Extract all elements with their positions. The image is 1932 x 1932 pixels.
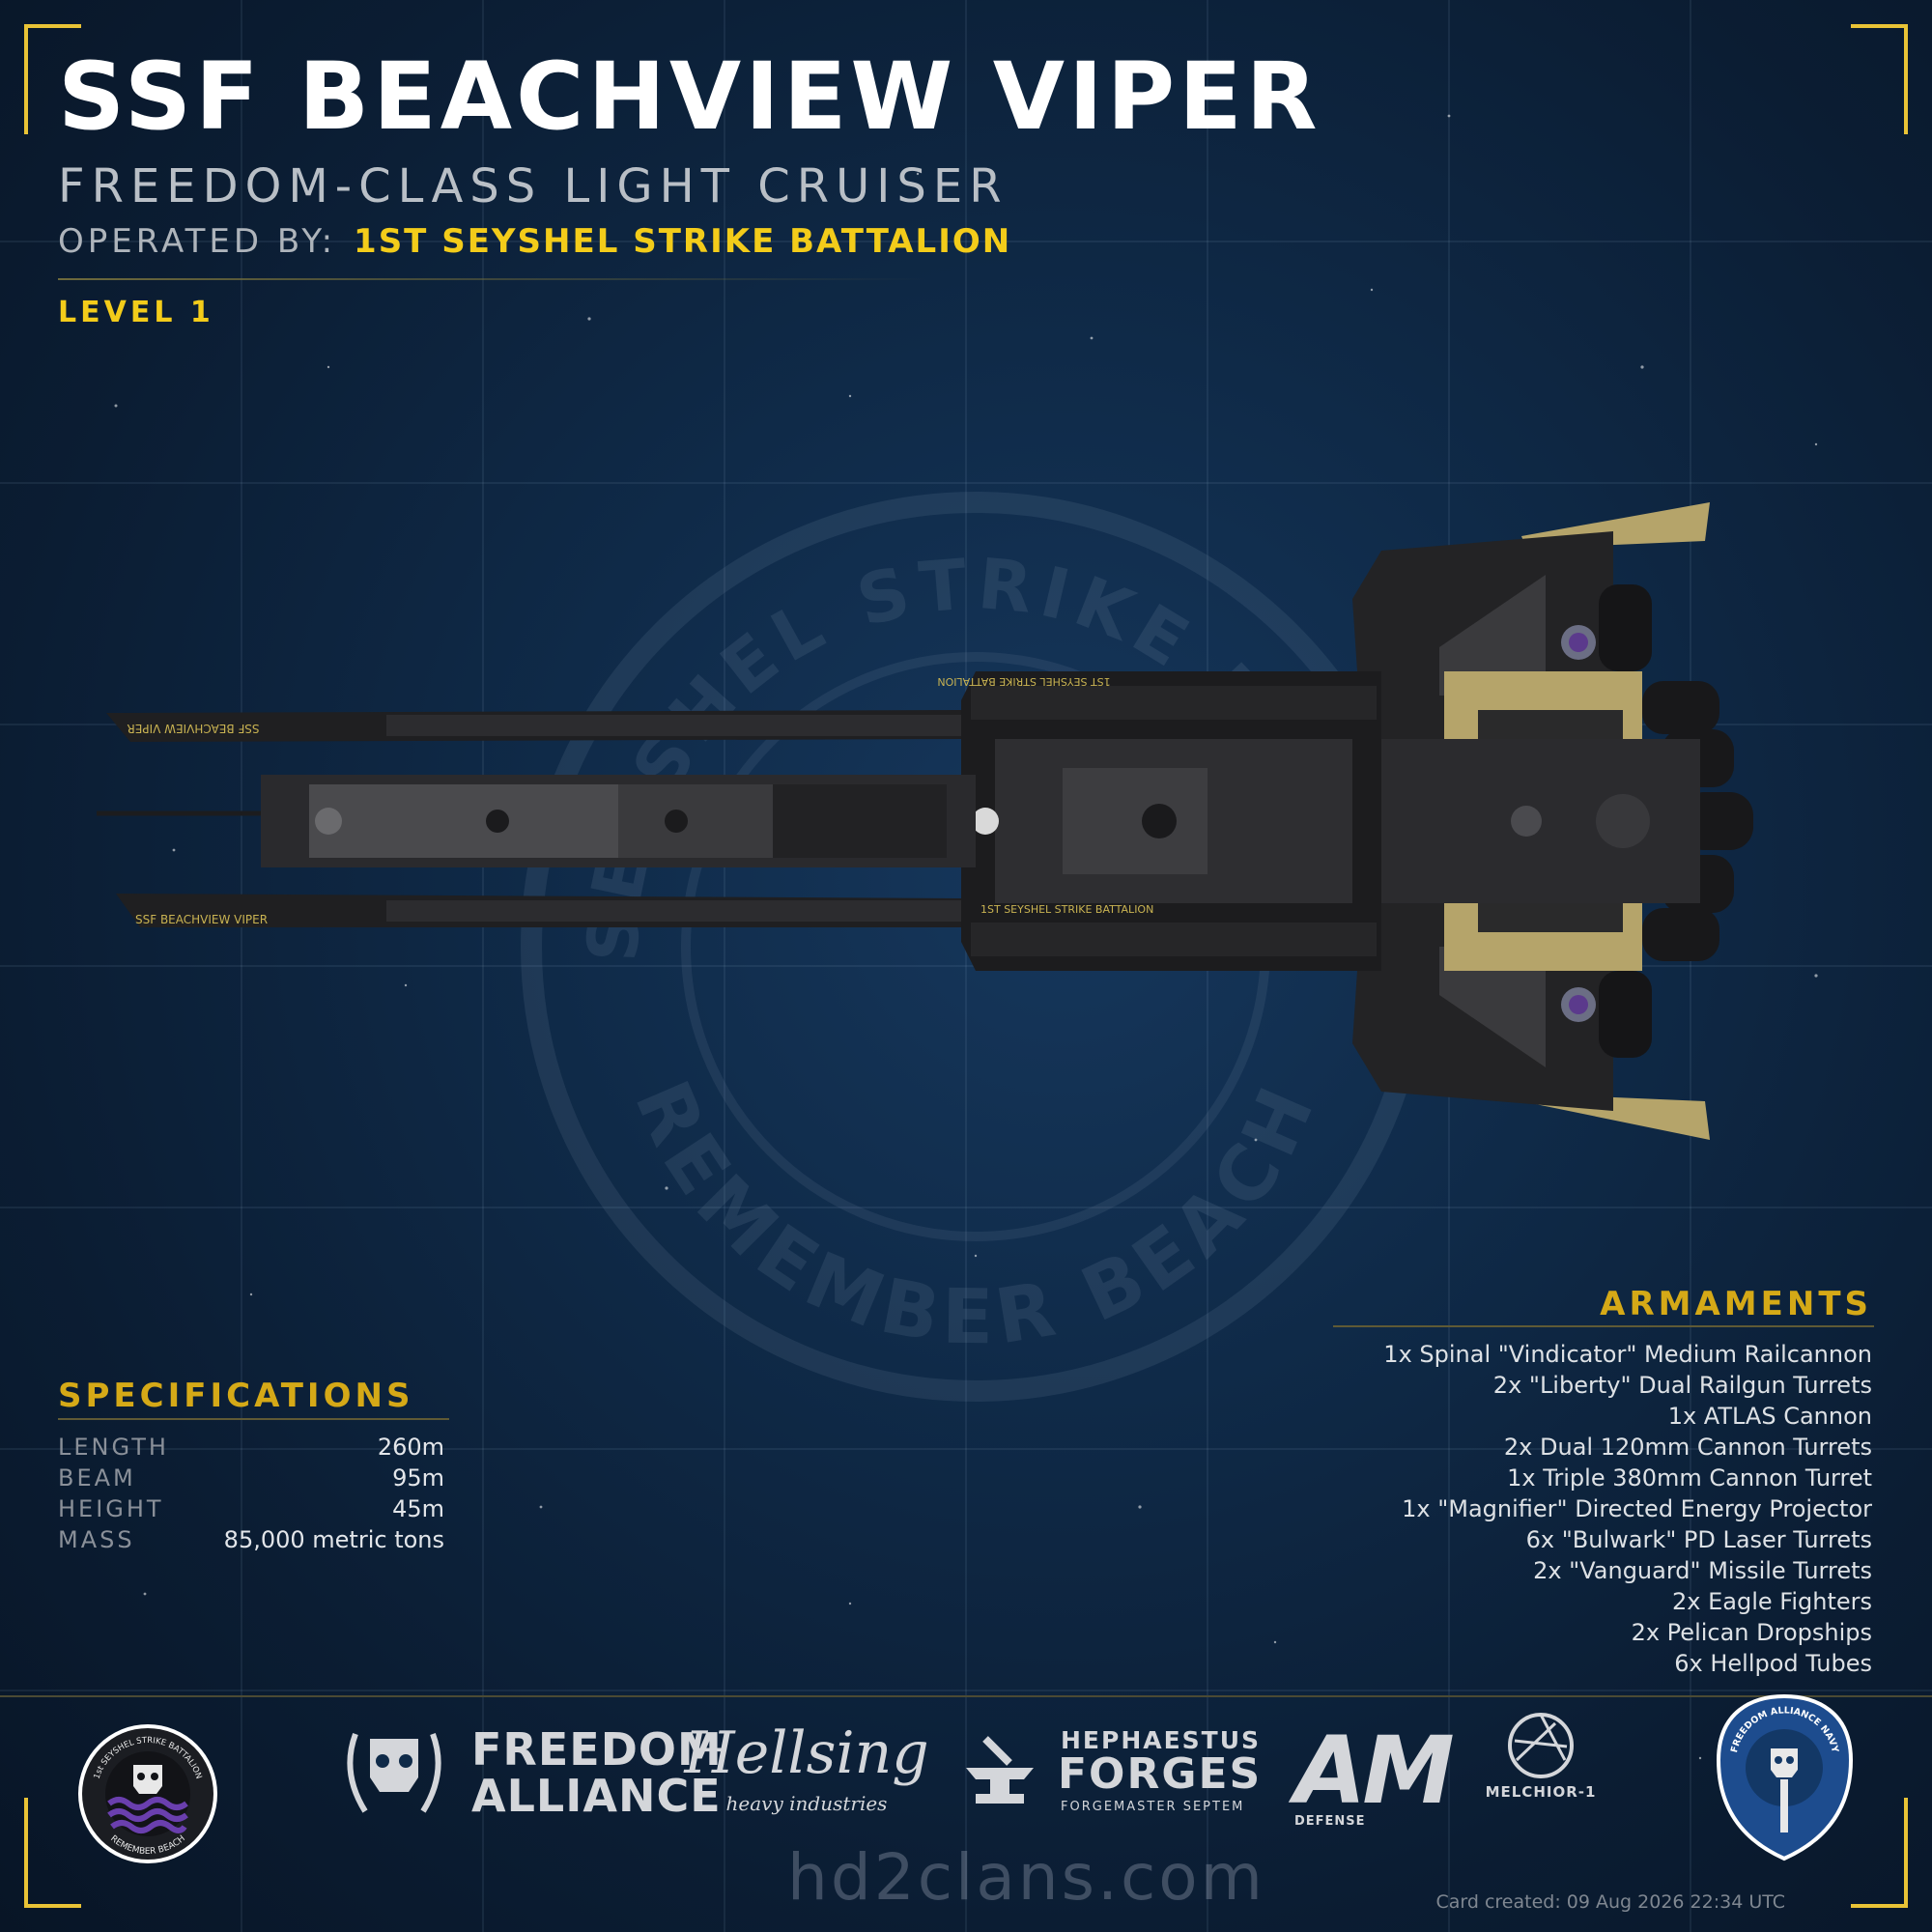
armament-item: 2x "Vanguard" Missile Turrets — [1533, 1557, 1872, 1584]
specifications-table: LENGTH 260m BEAM 95m HEIGHT 45m MASS 85,… — [58, 1432, 444, 1555]
armaments-divider — [1333, 1325, 1874, 1327]
ship-illustration: 1ST SEYSHEL STRIKE BATTALION 1ST SEYSHEL… — [97, 502, 1753, 1140]
am-subtext: DEFENSE — [1294, 1814, 1366, 1829]
battalion-badge-logo: 1st SEYSHEL STRIKE BATTALION REMEMBER BE… — [78, 1724, 217, 1863]
freedom-alliance-text-1: FREEDOM — [471, 1723, 723, 1776]
specifications-divider — [58, 1418, 449, 1420]
armament-item: 6x Hellpod Tubes — [1674, 1650, 1872, 1677]
operator-name: 1ST SEYSHEL STRIKE BATTALION — [354, 222, 1012, 261]
hephaestus-text-3: FORGEMASTER SEPTEM — [1061, 1800, 1245, 1814]
armaments-list: 1x Spinal "Vindicator" Medium Railcannon… — [1177, 1339, 1872, 1679]
armament-item: 2x Eagle Fighters — [1672, 1588, 1872, 1615]
hephaestus-text-2: FORGES — [1058, 1749, 1263, 1799]
frame-corner-bottom-right — [1851, 1798, 1908, 1908]
hellsing-logo: Hellsing heavy industries — [681, 1715, 932, 1831]
armament-item: 1x "Magnifier" Directed Energy Projector — [1402, 1495, 1872, 1522]
armament-item: 2x "Liberty" Dual Railgun Turrets — [1492, 1372, 1872, 1399]
spec-row-beam: BEAM 95m — [58, 1463, 444, 1493]
hellsing-text: Hellsing — [684, 1719, 929, 1787]
frame-corner-bottom-left — [24, 1798, 81, 1908]
am-text: AM — [1294, 1717, 1455, 1825]
armament-item: 1x Triple 380mm Cannon Turret — [1507, 1464, 1872, 1492]
spec-label: HEIGHT — [58, 1495, 164, 1522]
spec-label: LENGTH — [58, 1434, 169, 1461]
hull-text-top: SSF BEACHVIEW VIPER — [127, 722, 259, 735]
hephaestus-text-1: HEPHAESTUS — [1061, 1726, 1262, 1754]
armament-item: 2x Dual 120mm Cannon Turrets — [1503, 1434, 1872, 1461]
armament-item: 6x "Bulwark" PD Laser Turrets — [1525, 1526, 1872, 1553]
laurel-skull-icon — [347, 1732, 441, 1813]
ship-class-subtitle: FREEDOM-CLASS LIGHT CRUISER — [58, 159, 1009, 213]
armament-item: 1x Spinal "Vindicator" Medium Railcannon — [1383, 1341, 1872, 1368]
hellsing-subtext: heavy industries — [725, 1792, 888, 1815]
ship-level: LEVEL 1 — [58, 296, 214, 329]
spec-value: 85,000 metric tons — [223, 1526, 444, 1553]
spec-label: BEAM — [58, 1464, 136, 1492]
spec-value: 95m — [392, 1464, 444, 1492]
freedom-alliance-logo: FREEDOM ALLIANCE — [336, 1715, 722, 1835]
ship-name-title: SSF BEACHVIEW VIPER — [58, 43, 1321, 151]
operated-by-line: OPERATED BY: 1ST SEYSHEL STRIKE BATTALION — [58, 222, 1011, 261]
melchior-text: MELCHIOR-1 — [1485, 1783, 1597, 1801]
card-created-timestamp: Card created: 09 Aug 2026 22:34 UTC — [1435, 1891, 1785, 1913]
spec-label: MASS — [58, 1526, 135, 1553]
operated-by-label: OPERATED BY: — [58, 222, 337, 261]
hull-text-mid-top: 1ST SEYSHEL STRIKE BATTALION — [937, 675, 1110, 688]
specifications-heading: SPECIFICATIONS — [58, 1377, 414, 1415]
spec-row-height: HEIGHT 45m — [58, 1493, 444, 1524]
armament-item: 2x Pelican Dropships — [1631, 1619, 1872, 1646]
hull-text-mid-bottom: 1ST SEYSHEL STRIKE BATTALION — [980, 903, 1153, 916]
frame-corner-top-right — [1851, 24, 1908, 134]
site-watermark: hd2clans.com — [787, 1840, 1265, 1915]
frame-corner-top-left — [24, 24, 81, 134]
spec-row-length: LENGTH 260m — [58, 1432, 444, 1463]
freedom-alliance-text-2: ALLIANCE — [471, 1770, 722, 1822]
spec-row-mass: MASS 85,000 metric tons — [58, 1524, 444, 1555]
anvil-icon — [966, 1736, 1034, 1804]
header-divider — [58, 278, 927, 280]
melchior-aperture-icon — [1508, 1713, 1574, 1778]
armaments-heading: ARMAMENTS — [1600, 1285, 1872, 1323]
freedom-alliance-navy-badge: FREEDOM ALLIANCE NAVY — [1716, 1693, 1854, 1861]
hull-text-bottom: SSF BEACHVIEW VIPER — [135, 913, 268, 926]
spec-value: 45m — [392, 1495, 444, 1522]
hephaestus-forges-logo: HEPHAESTUS FORGES FORGEMASTER SEPTEM — [956, 1724, 1265, 1821]
melchior-logo: MELCHIOR-1 — [1483, 1712, 1599, 1808]
spec-value: 260m — [377, 1434, 444, 1461]
armament-item: 1x ATLAS Cannon — [1667, 1403, 1872, 1430]
am-defense-logo: AM DEFENSE — [1294, 1717, 1455, 1829]
footer-divider — [0, 1695, 1932, 1697]
